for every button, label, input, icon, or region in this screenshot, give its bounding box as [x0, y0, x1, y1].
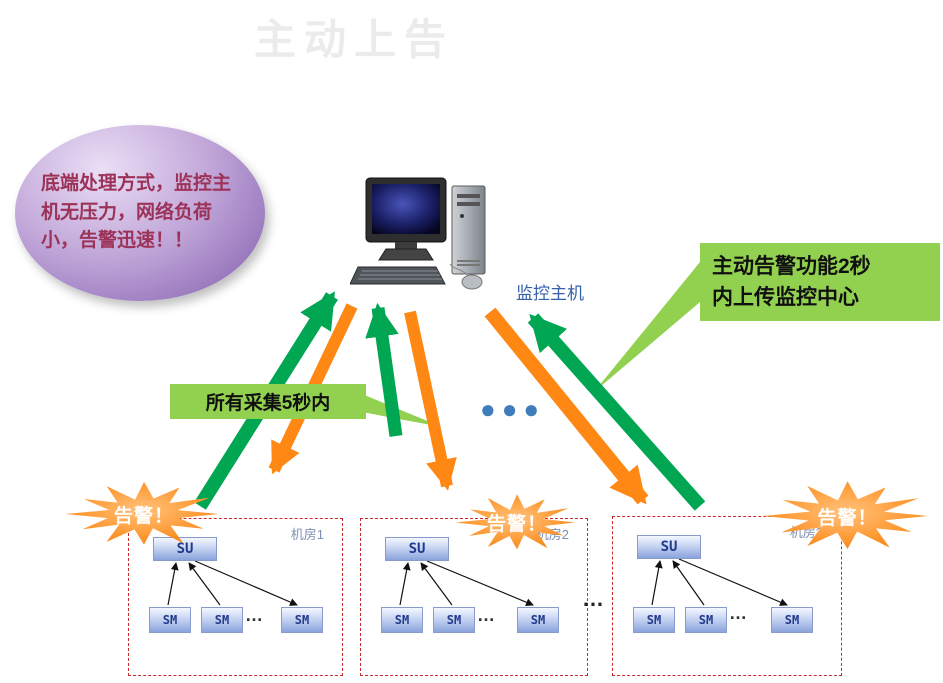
sm-node: SM [201, 607, 243, 633]
arrow-orange-host-to-room2 [404, 310, 457, 491]
alert-label: 告警！ [817, 507, 878, 529]
host-computer-illustration [350, 177, 486, 290]
alert-starburst-3: 告警！ [755, 476, 940, 556]
starburst-shape [763, 481, 928, 550]
right-callout-tail [594, 262, 700, 392]
collect-banner-tail [362, 394, 442, 427]
alert-label: 告警！ [486, 514, 547, 535]
right-callout: 主动告警功能2秒 内上传监控中心 [700, 243, 940, 321]
right-callout-line1: 主动告警功能2秒 [712, 254, 871, 278]
arrow-green-room2-to-host [365, 302, 403, 437]
su-node: SU [153, 537, 217, 561]
more-hosts-dots: ●●● [480, 394, 546, 424]
starburst-shape [65, 481, 219, 545]
alert-label: 告警！ [113, 505, 174, 527]
machine-room-1: 机房1 SU SM SM … SM [128, 518, 343, 676]
sm-ellipsis: … [245, 605, 263, 625]
left-callout-text: 底端处理方式，监控主机无压力，网络负荷小，告警迅速！！ [41, 173, 232, 252]
sm-node: SM [149, 607, 191, 633]
room-internal-arrows [167, 560, 298, 606]
computer-keyboard [350, 266, 446, 285]
computer-mouse [449, 263, 483, 290]
starburst-shape [455, 494, 576, 550]
arrow-green-room3-to-host [527, 313, 706, 511]
machine-room-2: 机房2 SU SM SM … SM [360, 518, 588, 676]
sm-node: SM [633, 607, 675, 633]
host-label: 监控主机 [516, 284, 584, 303]
room-internal-arrows [651, 558, 788, 606]
sm-ellipsis: … [729, 603, 747, 623]
alert-starburst-1: 告警！ [58, 477, 230, 551]
alert-starburst-2: 告警！ [450, 490, 584, 555]
sm-node: SM [771, 607, 813, 633]
su-node: SU [385, 537, 449, 561]
sm-node: SM [685, 607, 727, 633]
computer-tower [451, 185, 486, 275]
page-title: 主动上告 [254, 16, 455, 63]
sm-node: SM [433, 607, 475, 633]
right-callout-line2: 内上传监控中心 [712, 286, 859, 309]
collect-banner-label: 所有采集5秒内 [205, 393, 331, 414]
su-node: SU [637, 535, 701, 559]
computer-monitor [365, 177, 447, 261]
room-label: 机房1 [290, 527, 324, 542]
more-rooms-ellipsis: … [582, 586, 604, 611]
sm-node: SM [281, 607, 323, 633]
left-callout-bubble: 底端处理方式，监控主机无压力，网络负荷小，告警迅速！！ [15, 125, 265, 301]
sm-node: SM [517, 607, 559, 633]
sm-node: SM [381, 607, 423, 633]
collect-banner: 所有采集5秒内 [170, 384, 366, 419]
room-internal-arrows [399, 560, 534, 607]
sm-ellipsis: … [477, 605, 495, 625]
